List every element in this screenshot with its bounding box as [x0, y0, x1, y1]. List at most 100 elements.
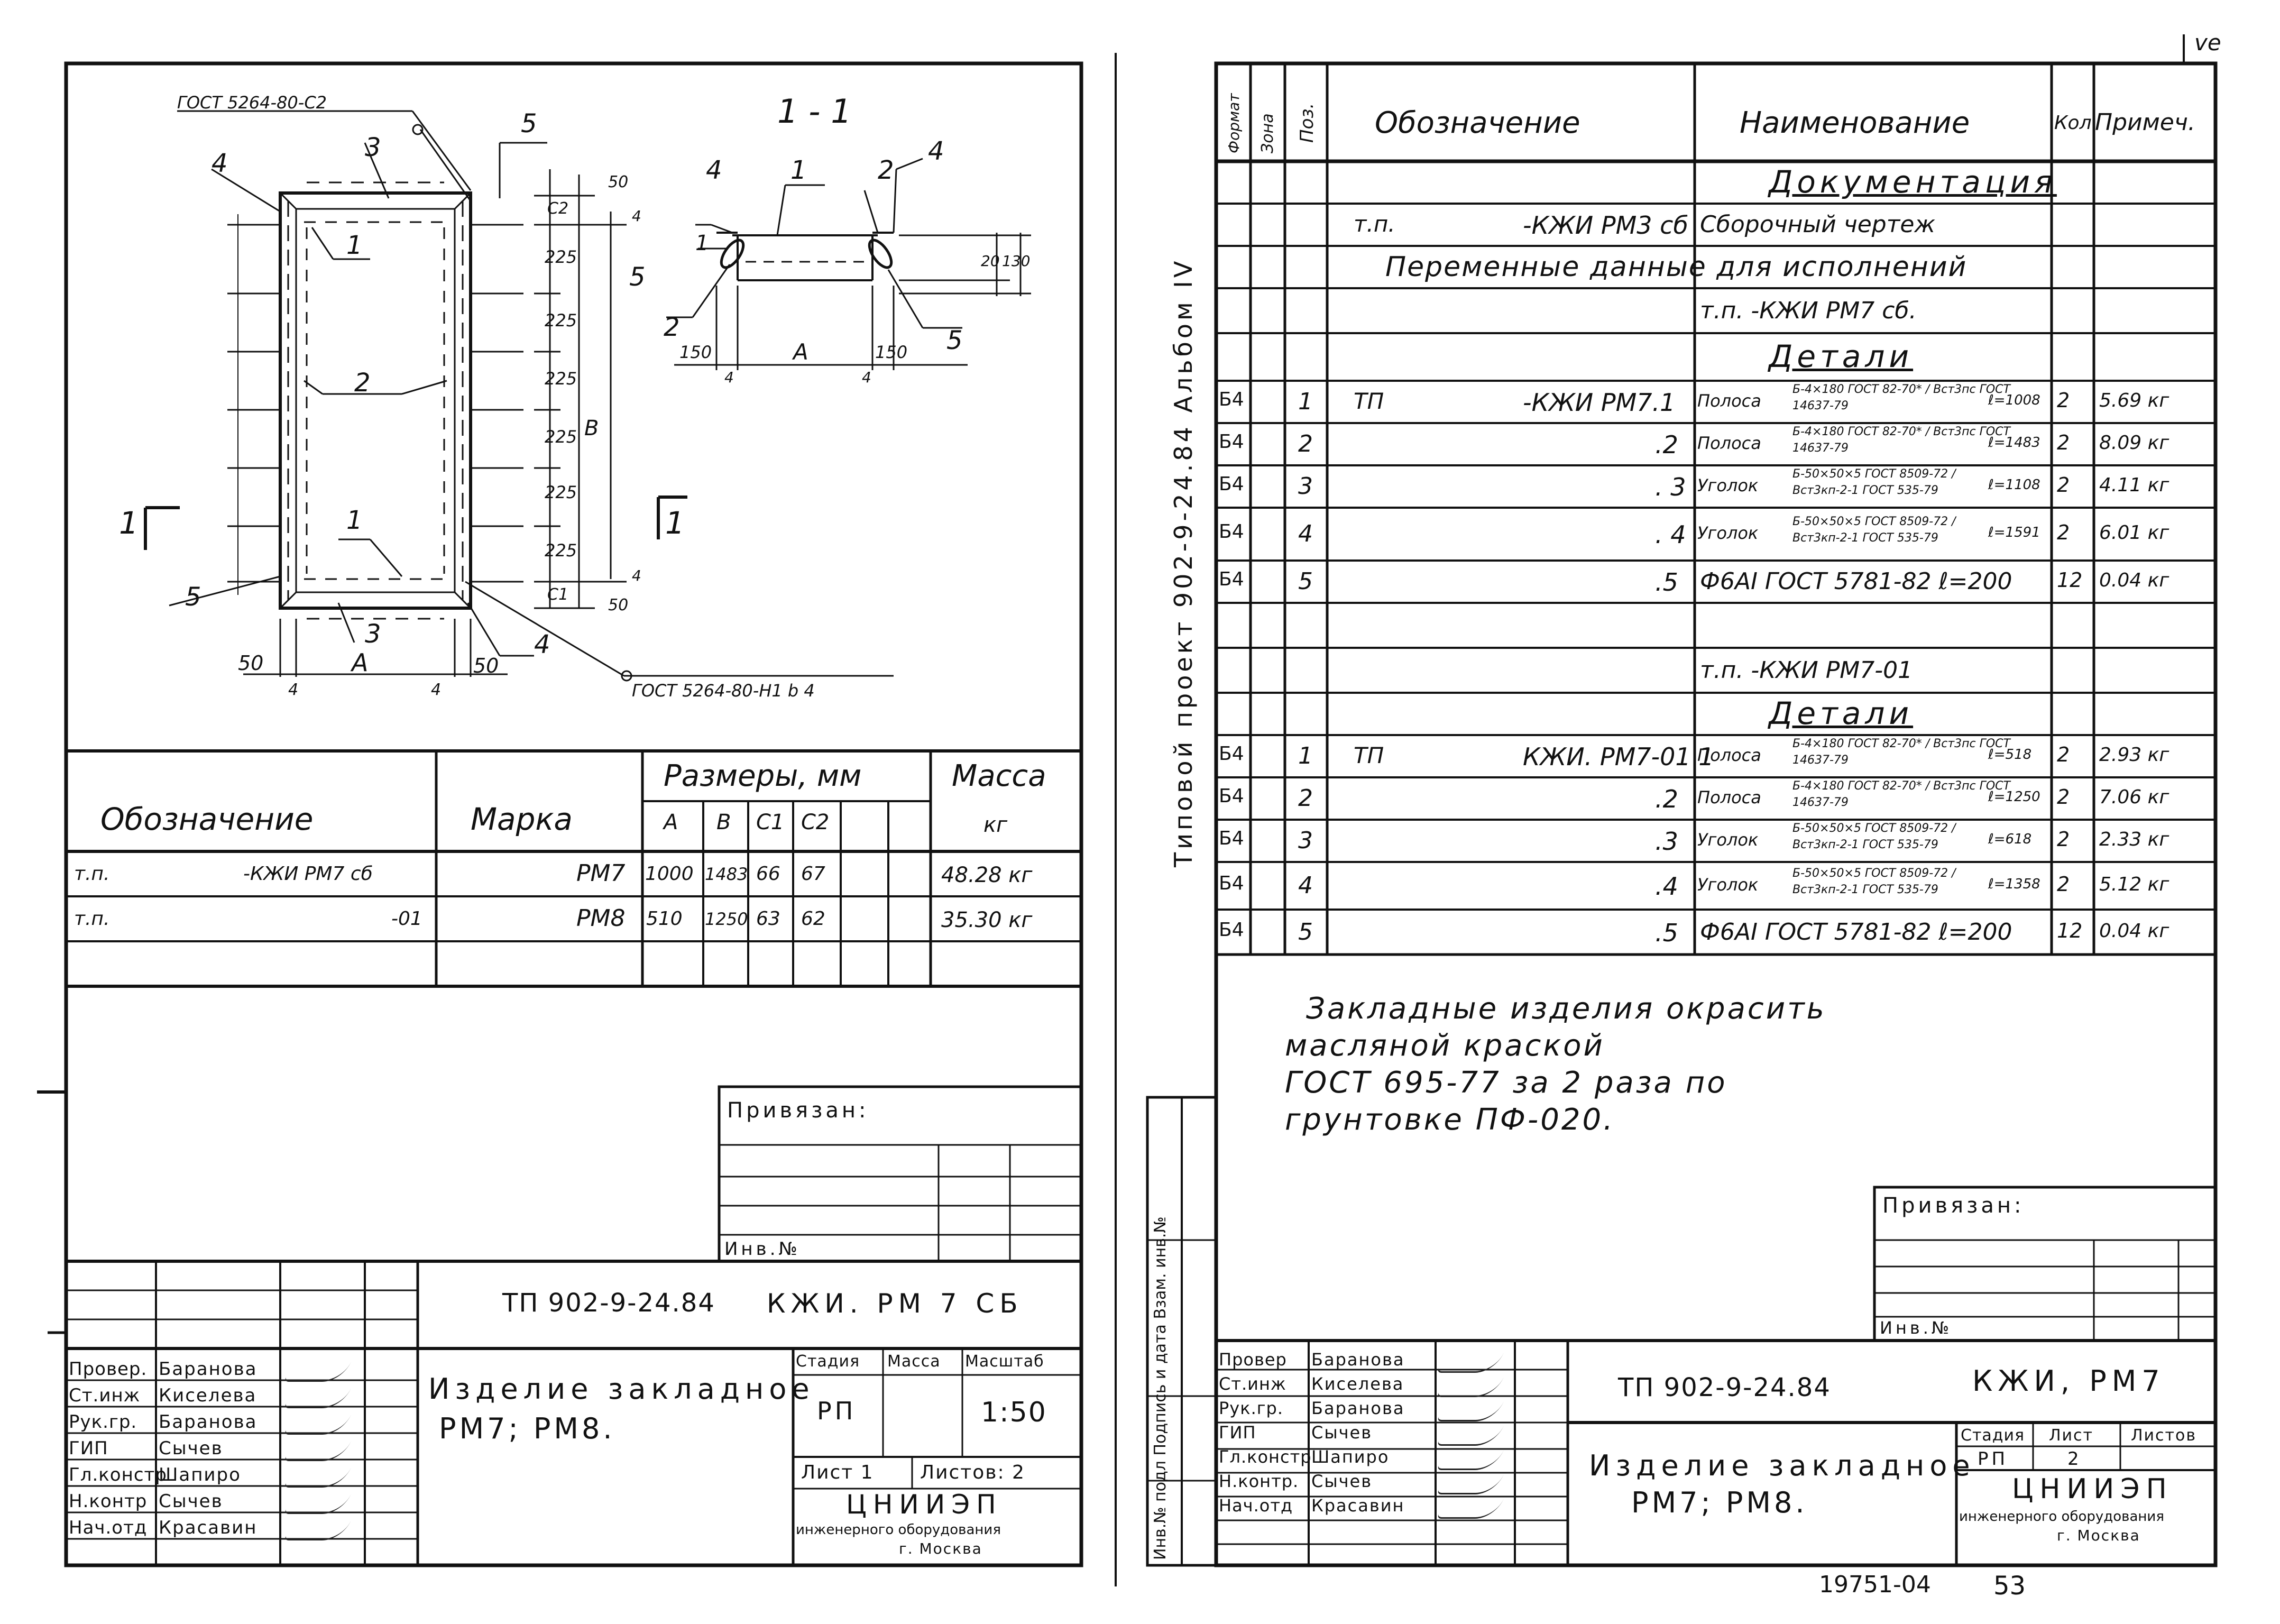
left-table-header-sizes: Размеры, мм [664, 759, 862, 793]
spec-header-pos: Поз. [1297, 103, 1318, 143]
spec-name: Полоса [1697, 433, 1761, 453]
stamp-role: Гл.констр [1219, 1447, 1312, 1467]
stamp-name: Киселева [159, 1385, 257, 1406]
leader-5d: 5 [946, 326, 963, 355]
stamp-stage: РП [1978, 1448, 2009, 1470]
spec-desig-prefix: ТП [1354, 388, 1384, 414]
spec-name: Полоса [1697, 745, 1761, 765]
spec-designation: .4 [1655, 872, 1678, 901]
spec-designation: .3 [1655, 827, 1678, 856]
spec-format: Б4 [1219, 785, 1244, 807]
privyazan-label: Привязан: [1882, 1194, 2025, 1218]
dim-bottom-4: 4 [632, 567, 641, 584]
row-designation: -КЖИ РМ7 сб [243, 863, 373, 885]
stamp-role: Провер. [69, 1359, 148, 1380]
stamp-name: Шапиро [159, 1464, 241, 1485]
stamp-scale-header: Масштаб [965, 1352, 1044, 1371]
dim-225-5: 225 [545, 482, 577, 502]
spec-pos: 5 [1298, 918, 1313, 946]
leader-1b: 1 [346, 506, 363, 535]
section-dim-a: А [793, 339, 808, 365]
stamp-mark: КЖИ. РМ 7 СБ [767, 1288, 1023, 1319]
left-table-header-c2: С2 [801, 810, 830, 834]
stamp-name: Красавин [159, 1517, 258, 1538]
spec-length: ℓ=1591 [1988, 525, 2040, 540]
stamp-name: Сычев [1311, 1423, 1373, 1443]
dim-top-4: 4 [632, 207, 641, 225]
spec-format: Б4 [1219, 828, 1244, 849]
spec-format: Б4 [1219, 568, 1244, 590]
stamp-name: Киселева [1311, 1374, 1404, 1394]
row-c2: 67 [801, 863, 825, 885]
left-table-header-a: А [664, 810, 678, 834]
spec-format: Б4 [1219, 431, 1244, 453]
note-line-3: ГОСТ 695-77 за 2 раза по [1285, 1066, 1727, 1100]
spec-pos: 2 [1298, 785, 1313, 812]
dim-bottom-right-4: 4 [431, 681, 442, 699]
spec-name: Уголок [1697, 475, 1759, 496]
section-dim-150-left: 150 [679, 342, 712, 362]
stamp-org: ЦНИИЭП [846, 1489, 1003, 1520]
spec-length: ℓ=618 [1988, 831, 2032, 847]
row-mark: РМ8 [576, 905, 626, 932]
spec-designation: КЖИ. РМ7-01 1 [1523, 742, 1714, 771]
section-dim-4-left: 4 [724, 369, 734, 386]
note-line-1: Закладные изделия окрасить [1306, 992, 1826, 1026]
stamp-title-1: Изделие закладное [1589, 1449, 1975, 1482]
stamp-sheet: Лист 1 [801, 1462, 874, 1483]
gost-top-label: ГОСТ 5264-80-С2 [177, 93, 327, 113]
spec-format: Б4 [1219, 473, 1244, 495]
spec-pos: 3 [1298, 473, 1313, 500]
left-table-header-b: В [716, 810, 731, 834]
gost-bottom-label: ГОСТ 5264-80-Н1 b 4 [632, 681, 815, 701]
spec-section-heading: Детали [1769, 695, 1914, 731]
stamp-sheet: 2 [2067, 1448, 2082, 1470]
dim-225-1: 225 [545, 247, 577, 267]
spec-qty: 2 [2057, 785, 2070, 809]
inv-label: Инв.№ [724, 1238, 801, 1260]
spec-name: Уголок [1697, 523, 1759, 543]
row-b: 1250 [705, 909, 748, 929]
row-c2: 62 [801, 908, 825, 930]
stamp-name: Шапиро [1311, 1447, 1390, 1467]
row-prefix: т.п. [74, 863, 110, 885]
row-c1: 63 [756, 908, 780, 930]
stamp-role: Нач.отд [1219, 1495, 1293, 1516]
spec-note: 2.33 кг [2099, 829, 2169, 850]
dim-bottom-50: 50 [608, 596, 629, 614]
stamp-name: Красавин [1311, 1495, 1405, 1516]
row-mass: 35.30 кг [941, 908, 1033, 932]
dim-225-6: 225 [545, 540, 577, 561]
stamp-role: Н.контр [69, 1491, 148, 1512]
spec-name: Ф6АI ГОСТ 5781-82 ℓ=200 [1700, 568, 2012, 595]
leader-3b: 3 [365, 619, 381, 649]
spec-header-qty: Кол. [2054, 112, 2098, 134]
stamp-mass-header: Масса [887, 1352, 941, 1371]
stamp-name: Баранова [159, 1411, 258, 1433]
spec-header-zone: Зона [1258, 113, 1277, 153]
stamp-org-sub: инженерного оборудования [796, 1522, 1001, 1538]
spec-designation: -КЖИ РМ7.1 [1523, 388, 1676, 417]
spec-material: Б-4×180 ГОСТ 82-70* / Вст3пс ГОСТ 14637-… [1792, 383, 2010, 412]
spec-format: Б4 [1219, 743, 1244, 765]
spec-qty: 2 [2057, 828, 2070, 851]
section-dim-130: 130 [1002, 252, 1031, 270]
stamp-title-1: Изделие закладное [428, 1372, 815, 1406]
row-b: 1483 [705, 864, 748, 884]
spec-format: Б4 [1219, 873, 1244, 894]
spec-designation: .2 [1655, 430, 1678, 459]
left-table-header-unit: кг [983, 813, 1008, 837]
spec-name: т.п. -КЖИ РМ7 сб. [1700, 297, 1917, 324]
spec-length: ℓ=518 [1988, 747, 2032, 763]
leader-2b: 2 [664, 313, 680, 342]
spec-note: 0.04 кг [2099, 920, 2169, 942]
footer-page: 53 [1993, 1571, 2026, 1601]
stamp-role: ГИП [1219, 1423, 1256, 1443]
leader-4d: 4 [928, 136, 944, 166]
inv-label: Инв.№ [1880, 1318, 1953, 1338]
spec-header-name: Наименование [1740, 106, 1970, 140]
stamp-name: Баранова [1311, 1350, 1405, 1370]
spec-header-designation: Обозначение [1375, 106, 1580, 140]
spec-material: Б-50×50×5 ГОСТ 8509-72 / Вст3кп-2-1 ГОСТ… [1792, 467, 1956, 497]
spec-name: т.п. -КЖИ РМ7-01 [1700, 656, 1913, 684]
